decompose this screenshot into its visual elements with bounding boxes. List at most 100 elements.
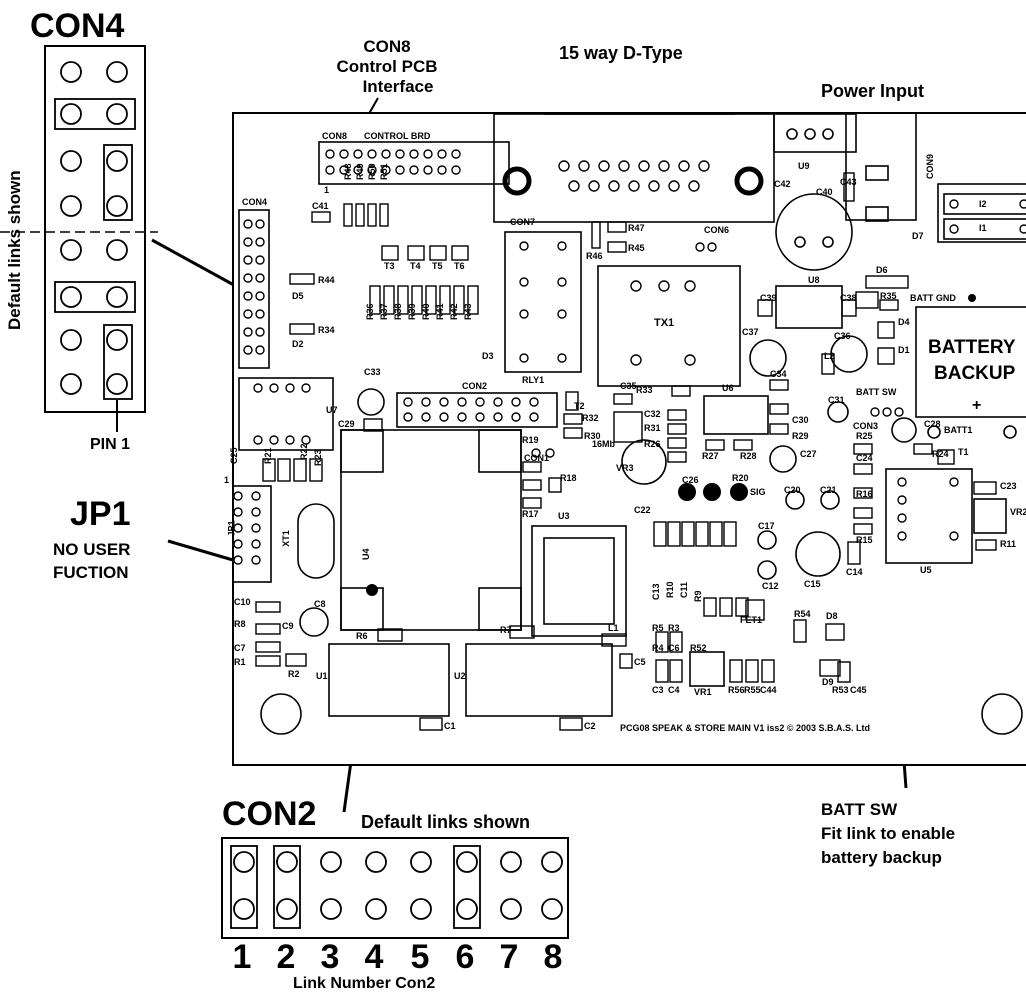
board-con7-label: CON7 xyxy=(510,217,536,227)
ref-c6: C6 xyxy=(668,643,680,653)
link-number-8: 8 xyxy=(543,938,563,976)
ref-c39: C39 xyxy=(760,293,777,303)
ref-rly1: RLY1 xyxy=(522,375,545,385)
ref-c1: C1 xyxy=(444,721,456,731)
ref-c34: C34 xyxy=(770,369,787,379)
ref-c25: C25 xyxy=(229,447,239,464)
board-16mb-label: 16Mb xyxy=(592,439,616,449)
ref-c8: C8 xyxy=(314,599,326,609)
ref-u8: U8 xyxy=(808,275,820,285)
power-input-callout: Power Input xyxy=(821,81,924,101)
ref-c27: C27 xyxy=(800,449,817,459)
ref-c24: C24 xyxy=(856,453,873,463)
ref-l2: L2 xyxy=(824,351,835,361)
ref-c21: C21 xyxy=(820,485,837,495)
ref-r30: R30 xyxy=(584,431,601,441)
con4-title: CON4 xyxy=(30,7,125,45)
ref-c22: C22 xyxy=(634,505,651,515)
board-con3-label: CON3 xyxy=(853,421,879,431)
link-number-5: 5 xyxy=(410,938,430,976)
ref-r37: R37 xyxy=(379,303,389,320)
ref-r40: R40 xyxy=(421,303,431,320)
ref-r1: R1 xyxy=(234,657,246,667)
board-jp1-pin1: 1 xyxy=(224,475,230,485)
ref-r47: R47 xyxy=(628,223,645,233)
ref-r39: R39 xyxy=(407,303,417,320)
board-con2-label: CON2 xyxy=(462,381,488,391)
ref-r56: R56 xyxy=(728,685,745,695)
board-battery-plus: + xyxy=(972,397,982,414)
ref-r31: R31 xyxy=(644,423,661,433)
ref-c28: C28 xyxy=(924,419,941,429)
link-number-2: 2 xyxy=(276,938,296,976)
ref-r24: R24 xyxy=(932,449,949,459)
ref-c33: C33 xyxy=(364,367,381,377)
board-con8-pin1: 1 xyxy=(324,185,330,195)
board-i1-label: I1 xyxy=(979,223,987,233)
ref-r2: R2 xyxy=(288,669,300,679)
dtype-callout: 15 way D-Type xyxy=(559,43,683,63)
board-xt1-label: XT1 xyxy=(280,530,291,547)
ref-u9: U9 xyxy=(798,161,810,171)
con8-callout-line2: Control PCB xyxy=(336,57,438,76)
ref-d6: D6 xyxy=(876,265,888,275)
ref-r55: R55 xyxy=(744,685,761,695)
board-sig-label: SIG xyxy=(750,487,766,497)
con2-title: CON2 xyxy=(222,795,317,833)
ref-c4: C4 xyxy=(668,685,680,695)
ref-r4: R4 xyxy=(652,643,664,653)
ref-c43: C43 xyxy=(840,177,857,187)
link-number-6: 6 xyxy=(455,938,475,976)
ref-r17: R17 xyxy=(522,509,539,519)
ref-u2: U2 xyxy=(454,671,466,681)
link-number-4: 4 xyxy=(364,938,384,976)
link-number-7: 7 xyxy=(499,938,519,976)
ref-r42: R42 xyxy=(449,303,459,320)
con4-default-links-label: Default links shown xyxy=(5,170,24,330)
batt-sw-callout-line1: Fit link to enable xyxy=(821,824,956,843)
ref-c3: C3 xyxy=(652,685,664,695)
ref-r23: R23 xyxy=(313,449,323,466)
board-con8-label: CON8 xyxy=(322,131,348,141)
ref-r33: R33 xyxy=(636,385,653,395)
ref-r3: R3 xyxy=(668,623,680,633)
con8-callout-line3: Interface xyxy=(362,77,434,96)
ref-fet1: FET1 xyxy=(740,615,763,625)
ref-c38: C38 xyxy=(840,293,857,303)
ref-c36: C36 xyxy=(834,331,851,341)
ref-c7: C7 xyxy=(234,643,246,653)
ref-r34: R34 xyxy=(318,325,335,335)
ref-r38: R38 xyxy=(393,303,403,320)
con4-enlarged-header xyxy=(44,45,146,413)
ref-r18: R18 xyxy=(560,473,577,483)
board-con4-label: CON4 xyxy=(242,197,268,207)
ref-r19: R19 xyxy=(522,435,539,445)
ref-r9: R9 xyxy=(693,590,703,602)
ref-u1: U1 xyxy=(316,671,328,681)
ref-u5: U5 xyxy=(920,565,932,575)
board-con6-label: CON6 xyxy=(704,225,730,235)
ref-c15: C15 xyxy=(804,579,821,589)
ref-c30: C30 xyxy=(792,415,809,425)
board-battery-label: BATTERY xyxy=(928,337,1016,358)
ref-r7: R7 xyxy=(500,625,512,635)
ref-c35: C35 xyxy=(620,381,637,391)
ref-d1: D1 xyxy=(898,345,910,355)
ref-d7: D7 xyxy=(912,231,924,241)
ref-r28: R28 xyxy=(740,451,757,461)
ref-r32: R32 xyxy=(582,413,599,423)
ref-c9: C9 xyxy=(282,621,294,631)
ref-r8: R8 xyxy=(234,619,246,629)
ref-c23: C23 xyxy=(1000,481,1017,491)
ref-r52: R52 xyxy=(690,643,707,653)
board-footer-text: PCG08 SPEAK & STORE MAIN V1 iss2 © 2003 … xyxy=(620,723,871,733)
ref-r20: R20 xyxy=(732,473,749,483)
batt-sw-callout-title: BATT SW xyxy=(821,800,898,819)
ref-r41: R41 xyxy=(435,303,445,320)
board-con9-label: CON9 xyxy=(925,153,936,180)
con8-callout-line1: CON8 xyxy=(363,37,411,56)
ref-d5: D5 xyxy=(292,291,304,301)
ref-r43: R43 xyxy=(463,303,473,320)
ref-d2: D2 xyxy=(292,339,304,349)
ref-vr3: VR3 xyxy=(616,463,634,473)
